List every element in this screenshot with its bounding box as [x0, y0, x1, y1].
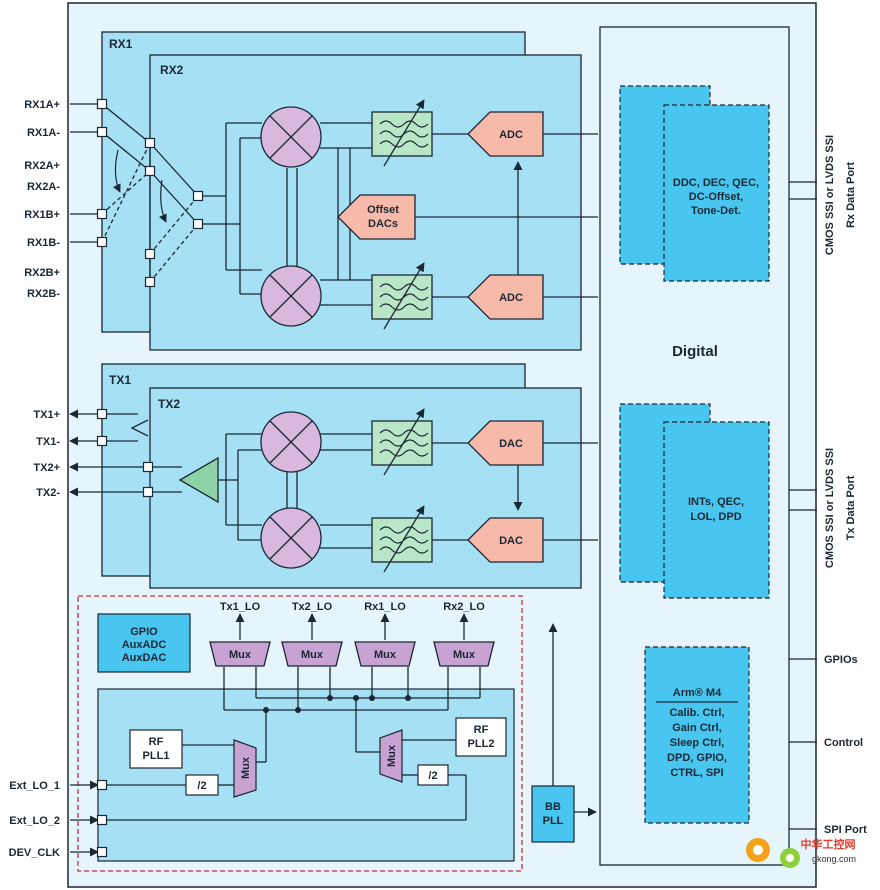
- rf-pll2-line2: PLL2: [468, 738, 495, 750]
- rf-pll1-line1: RF: [149, 736, 164, 748]
- rx-port-line2: Rx Data Port: [845, 162, 857, 228]
- tx-wiring: [102, 413, 598, 549]
- rf-pll1-block: [129, 729, 183, 769]
- tx-mixer-bottom: [260, 507, 322, 569]
- pll-mux-right: [379, 729, 403, 783]
- rx1-lo-label: Rx1_LO: [364, 601, 406, 613]
- rx-port-line1: CMOS SSI or LVDS SSI: [824, 135, 836, 255]
- gpio-aux-line1: GPIO: [130, 626, 158, 638]
- offset-dacs-block: [337, 194, 416, 240]
- tx-port-line2: Tx Data Port: [845, 475, 857, 540]
- watermark-brand: 中华工控网: [801, 837, 856, 851]
- pin-rx2b-plus: RX2B+: [24, 267, 60, 279]
- tx-mixer-top: [260, 411, 322, 473]
- rx2-lo-label: Rx2_LO: [443, 601, 485, 613]
- rx-adc-bottom-label: ADC: [499, 292, 523, 304]
- pin-rx1b-minus: RX1B-: [27, 237, 60, 249]
- watermark-url: gkong.com: [812, 854, 856, 864]
- pin-rx2a-minus: RX2A-: [27, 181, 60, 193]
- rx-mixer-bottom: [260, 265, 322, 327]
- pin-rx1b-plus: RX1B+: [24, 209, 60, 221]
- mux-rx1-lo-label: Mux: [374, 649, 397, 661]
- digital-label: Digital: [672, 343, 718, 360]
- gpio-aux-line2: AuxADC: [122, 639, 167, 651]
- bb-pll-line2: PLL: [543, 815, 564, 827]
- pin-tx1-plus: TX1+: [33, 409, 60, 421]
- rf-pll2-block: [455, 717, 507, 757]
- tx-pin-labels: TX1+ TX1- TX2+ TX2-: [33, 409, 60, 499]
- gpio-aux-block: [97, 613, 191, 673]
- tx-amplifier: [178, 456, 219, 504]
- control-label: Control: [824, 737, 863, 749]
- div2-right: [417, 764, 449, 786]
- offset-dacs-line2: DACs: [368, 218, 398, 230]
- pll-mux-right-label: Mux: [386, 744, 398, 767]
- tx2-lo-label: Tx2_LO: [292, 601, 333, 613]
- tx-dsp-line2: LOL, DPD: [690, 511, 741, 523]
- rx-dsp-line1: DDC, DEC, QEC,: [673, 177, 759, 189]
- rf-pll1-line2: PLL1: [143, 750, 170, 762]
- arm-item-4: DPD, GPIO,: [667, 752, 727, 764]
- lo-section-border: [77, 595, 523, 872]
- pin-rx2b-minus: RX2B-: [27, 288, 60, 300]
- pin-rx1a-minus: RX1A-: [27, 127, 60, 139]
- pin-tx2-plus: TX2+: [33, 462, 60, 474]
- lo-wiring: [102, 667, 481, 821]
- pin-dev-clk: DEV_CLK: [9, 847, 60, 859]
- tx-dsp-block: [663, 421, 770, 599]
- arm-item-5: CTRL, SPI: [670, 767, 723, 779]
- rx2-label: RX2: [160, 63, 184, 77]
- arm-item-3: Sleep Ctrl,: [670, 737, 724, 749]
- tx2-label: TX2: [158, 397, 180, 411]
- rx-pin-labels: RX1A+ RX1A- RX2A+ RX2A- RX1B+ RX1B- RX2B…: [24, 99, 60, 300]
- rx-adc-top-label: ADC: [499, 129, 523, 141]
- bb-pll-block: [531, 785, 575, 843]
- pll-mux-left-label: Mux: [240, 756, 252, 779]
- spi-port-label: SPI Port: [824, 824, 867, 836]
- gpios-label: GPIOs: [824, 654, 858, 666]
- watermark-logo: 中华工控网 gkong.com: [746, 837, 856, 868]
- rx-dsp-line3: Tone-Det.: [691, 205, 741, 217]
- rx-mixer-top: [260, 106, 322, 168]
- tx-dac-top-label: DAC: [499, 438, 523, 450]
- arm-title: Arm® M4: [673, 687, 722, 699]
- arm-m4-block: [644, 646, 750, 824]
- tx-dac-bottom-label: DAC: [499, 535, 523, 547]
- arm-item-2: Gain Ctrl,: [672, 722, 722, 734]
- gpio-aux-line3: AuxDAC: [122, 652, 167, 664]
- pin-rx2a-plus: RX2A+: [24, 160, 60, 172]
- lo-junctions: [263, 695, 411, 713]
- pll-mux-left: [233, 739, 257, 798]
- offset-dacs-line1: Offset: [367, 204, 399, 216]
- bb-pll-line1: BB: [545, 801, 561, 813]
- mux-tx2-lo-label: Mux: [301, 649, 324, 661]
- rx-dsp-line2: DC-Offset,: [689, 191, 743, 203]
- rx1-label: RX1: [109, 37, 133, 51]
- pin-tx2-minus: TX2-: [36, 487, 60, 499]
- tx1-label: TX1: [109, 373, 131, 387]
- mux-tx1-lo-label: Mux: [229, 649, 252, 661]
- pin-ext-lo-2: Ext_LO_2: [9, 815, 60, 827]
- rf-pll2-line1: RF: [474, 724, 489, 736]
- tx1-lo-label: Tx1_LO: [220, 601, 261, 613]
- tx-dsp-line1: INTs, QEC,: [688, 496, 744, 508]
- div2-right-label: /2: [428, 770, 437, 782]
- pin-tx1-minus: TX1-: [36, 436, 60, 448]
- tx-port-line1: CMOS SSI or LVDS SSI: [824, 448, 836, 568]
- div2-left: [185, 774, 219, 796]
- pin-rx1a-plus: RX1A+: [24, 99, 60, 111]
- arm-item-1: Calib. Ctrl,: [669, 707, 724, 719]
- rx-dsp-block: [663, 104, 770, 282]
- digital-port-wiring: [789, 181, 817, 830]
- div2-left-label: /2: [197, 780, 206, 792]
- pin-ext-lo-1: Ext_LO_1: [9, 780, 60, 792]
- lo-output-arrows: [235, 613, 469, 640]
- mux-rx2-lo-label: Mux: [453, 649, 476, 661]
